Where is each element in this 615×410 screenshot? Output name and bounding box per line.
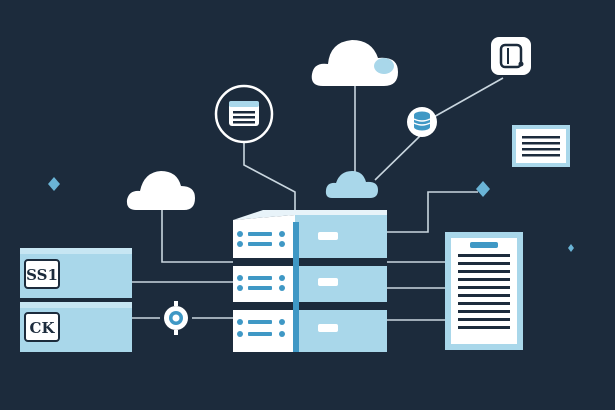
storage-module-icon: CK	[20, 302, 132, 352]
server-rack-icon	[233, 210, 387, 352]
server-rack-icon	[445, 232, 523, 350]
line-db-to-cloud-small	[374, 135, 421, 181]
diamond-sparkle-icon	[568, 244, 574, 252]
module-label-ck: CK	[30, 319, 56, 337]
line-server-to-rack-top	[387, 191, 478, 233]
app-tile-icon	[491, 37, 531, 75]
document-icon	[214, 84, 274, 144]
document-icon	[512, 125, 570, 167]
cloud-icon	[325, 171, 378, 198]
cloud-icon	[311, 40, 398, 86]
line-phone-to-db	[431, 77, 504, 119]
connector-lines	[132, 77, 504, 321]
diamond-sparkle-icon	[48, 177, 60, 191]
storage-module-icon: SS1	[20, 248, 132, 298]
line-doc-to-server	[243, 142, 296, 215]
line-cloud-left-to-server	[161, 208, 233, 263]
database-icon	[407, 107, 437, 137]
cloud-icon	[126, 171, 195, 210]
module-label-ss1: SS1	[26, 266, 58, 284]
network-node-icon	[164, 301, 188, 335]
diamond-sparkle-icon	[476, 181, 490, 197]
